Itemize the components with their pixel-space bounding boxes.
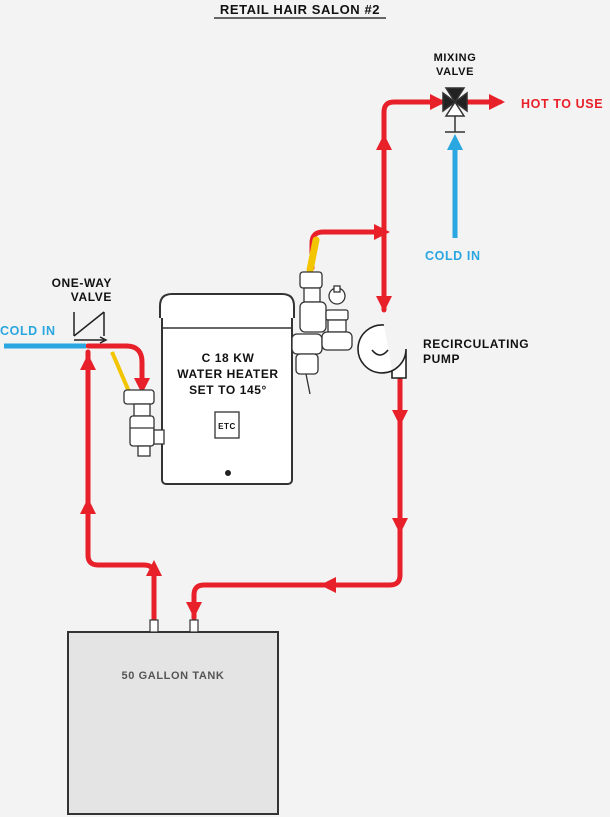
arrow-down-icon: [186, 602, 202, 618]
pump-label-line-1: RECIRCULATING: [423, 337, 529, 351]
one-way-valve-label-line-1: ONE-WAY: [52, 276, 112, 290]
heater-outlet-pipe: [309, 229, 387, 271]
mixing-valve-label-line-1: MIXING: [434, 52, 477, 64]
heater-label-line-3: SET TO 145°: [189, 383, 267, 397]
heater-badge-frame: [214, 411, 240, 439]
pump-label-line-2: PUMP: [423, 352, 460, 366]
storage-tank: 50 GALLON TANK: [67, 619, 279, 815]
cold-water-piping: [4, 150, 458, 349]
outlet-fitting-icon: [291, 236, 353, 395]
heater-label-line-2: WATER HEATER: [177, 367, 278, 381]
arrow-down-icon: [392, 518, 408, 534]
one-way-valve-icon: [73, 311, 108, 344]
arrow-right-icon: [489, 94, 505, 110]
recirculating-pump-icon: [357, 324, 407, 379]
heater-inlet-pipe: [85, 343, 145, 389]
water-heater: C 18 KW WATER HEATER SET TO 145° ETC: [159, 293, 295, 485]
cold-arrow-up-icon: [447, 134, 463, 150]
heater-label-line-1: C 18 KW: [202, 351, 255, 365]
one-way-valve-label-line-2: VALVE: [71, 290, 112, 304]
arrow-down-icon: [392, 410, 408, 426]
tank-label: 50 GALLON TANK: [122, 670, 225, 682]
flow-arrows: [80, 94, 505, 618]
arrow-left-icon: [320, 577, 336, 593]
heater-indicator-icon: [225, 470, 231, 476]
arrow-down-icon: [134, 378, 150, 394]
arrow-up-icon: [80, 498, 96, 514]
arrow-up-icon: [146, 560, 162, 576]
arrow-down-icon: [376, 296, 392, 312]
arrow-right-icon: [374, 224, 390, 240]
inlet-fitting-icon: [110, 351, 165, 457]
recirc-return-pipe: [191, 372, 403, 621]
diagram-title: RETAIL HAIR SALON #2: [220, 2, 380, 17]
arrow-up-icon: [80, 354, 96, 370]
tank-outlet-nipple: [149, 619, 159, 633]
hot-riser-pipe: [381, 99, 446, 303]
cold-in-right-label: COLD IN: [425, 249, 481, 263]
mixing-valve-icon: [442, 87, 468, 133]
hot-to-use-label: HOT TO USE: [521, 97, 603, 111]
tank-inlet-nipple: [189, 619, 199, 633]
mixing-valve-label-line-2: VALVE: [436, 66, 474, 78]
cold-in-left-label: COLD IN: [0, 324, 56, 338]
heater-badge: ETC: [218, 422, 236, 431]
arrow-up-icon: [376, 134, 392, 150]
arrow-right-icon: [430, 94, 446, 110]
